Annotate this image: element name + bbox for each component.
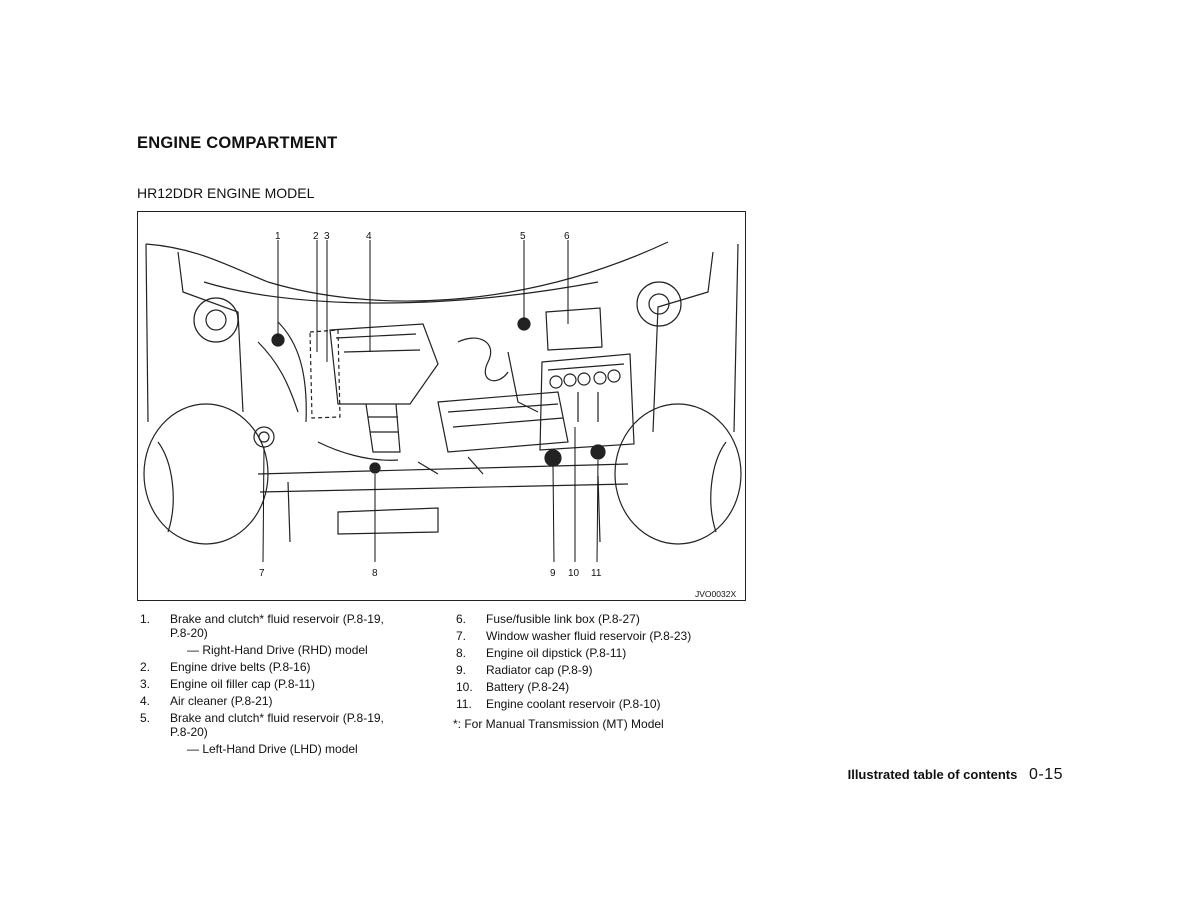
footnote: *: For Manual Transmission (MT) Model [453, 717, 664, 731]
item-number: 3. [140, 677, 151, 691]
footer-label: Illustrated table of contents [847, 767, 1018, 782]
item-number: 11. [456, 697, 472, 711]
item-number: 7. [456, 629, 467, 643]
parts-list-left: 1. Brake and clutch* fluid reservoir (P.… [137, 612, 407, 756]
item-text: Radiator cap (P.8-9) [486, 663, 593, 677]
item-number: 2. [140, 660, 151, 674]
callout-11: 11 [591, 568, 602, 579]
item-text: Engine oil dipstick (P.8-11) [486, 646, 627, 660]
item-text-cont: P.8-20) [170, 725, 208, 739]
item-number: 1. [140, 612, 151, 626]
engine-compartment-figure: 1 2 3 4 5 6 7 8 9 10 11 JVO0032X [137, 211, 746, 601]
list-item: 3. Engine oil filler cap (P.8-11) [137, 677, 407, 691]
callout-3: 3 [324, 231, 330, 242]
item-number: 10. [456, 680, 473, 694]
callout-2: 2 [313, 231, 319, 242]
list-item: 6. Fuse/fusible link box (P.8-27) [453, 612, 753, 626]
item-number: 4. [140, 694, 151, 708]
parts-list-right: 6. Fuse/fusible link box (P.8-27) 7. Win… [453, 612, 753, 731]
list-item: 8. Engine oil dipstick (P.8-11) [453, 646, 753, 660]
item-number: 8. [456, 646, 467, 660]
engine-diagram: 1 2 3 4 5 6 7 8 9 10 11 JVO0032X [143, 231, 742, 599]
engine-model-subtitle: HR12DDR ENGINE MODEL [137, 185, 315, 201]
list-item: 7. Window washer fluid reservoir (P.8-23… [453, 629, 753, 643]
callout-5: 5 [520, 231, 526, 242]
item-text: Brake and clutch* fluid reservoir (P.8-1… [170, 612, 384, 626]
callout-10: 10 [568, 568, 580, 579]
item-text: Engine drive belts (P.8-16) [170, 660, 311, 674]
callout-4: 4 [366, 231, 372, 242]
list-item: 11. Engine coolant reservoir (P.8-10) [453, 697, 753, 711]
callout-8: 8 [372, 568, 378, 579]
callout-9: 9 [550, 568, 556, 579]
page-number: 0-15 [1028, 766, 1063, 783]
figure-code: JVO0032X [695, 589, 736, 599]
callout-6: 6 [564, 231, 570, 242]
callout-lines [262, 240, 599, 563]
item-text: Engine oil filler cap (P.8-11) [170, 677, 315, 691]
list-item: 5. Brake and clutch* fluid reservoir (P.… [137, 711, 407, 739]
callout-1: 1 [275, 231, 281, 242]
item-text: Engine coolant reservoir (P.8-10) [486, 697, 661, 711]
item-text: Battery (P.8-24) [486, 680, 570, 694]
item-text: Air cleaner (P.8-21) [170, 694, 273, 708]
list-item: 2. Engine drive belts (P.8-16) [137, 660, 407, 674]
item-text: Fuse/fusible link box (P.8-27) [486, 612, 640, 626]
list-item: 10. Battery (P.8-24) [453, 680, 753, 694]
page-footer: Illustrated table of contents 0-15 [848, 766, 1063, 784]
item-text: Window washer fluid reservoir (P.8-23) [486, 629, 692, 643]
engine-drawing [143, 241, 742, 545]
callout-labels: 1 2 3 4 5 6 7 8 9 10 11 JVO0032X [259, 231, 736, 599]
item-sub: — Right-Hand Drive (RHD) model [187, 643, 368, 657]
item-number: 6. [456, 612, 467, 626]
item-number: 5. [140, 711, 151, 725]
item-text-cont: P.8-20) [170, 626, 208, 640]
list-item: 1. Brake and clutch* fluid reservoir (P.… [137, 612, 407, 640]
item-text: Brake and clutch* fluid reservoir (P.8-1… [170, 711, 384, 725]
item-number: 9. [456, 663, 467, 677]
section-title: ENGINE COMPARTMENT [137, 134, 338, 152]
item-sub: — Left-Hand Drive (LHD) model [187, 742, 358, 756]
callout-7: 7 [259, 568, 265, 579]
list-item: 9. Radiator cap (P.8-9) [453, 663, 753, 677]
list-item: 4. Air cleaner (P.8-21) [137, 694, 407, 708]
